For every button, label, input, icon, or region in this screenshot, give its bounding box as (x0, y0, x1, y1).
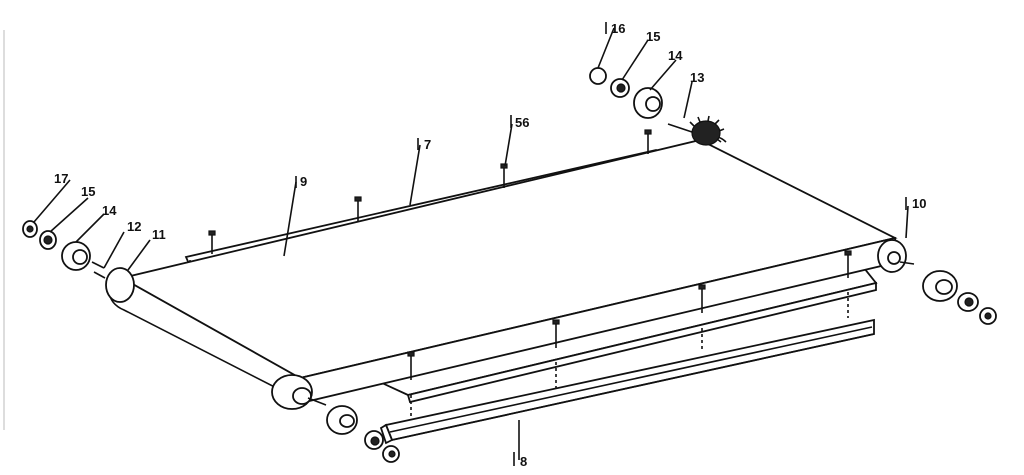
drive-gear (667, 115, 725, 146)
alignment-marks (410, 292, 849, 420)
screws (208, 129, 852, 380)
bottom-rail (379, 318, 875, 445)
screw (552, 319, 560, 348)
label-15-right: 15 (646, 29, 660, 44)
screw (208, 230, 216, 254)
left-front-hardware (326, 405, 400, 463)
label-12: 12 (127, 219, 141, 234)
label-17: 17 (54, 171, 68, 186)
screw (500, 163, 508, 188)
label-7: 7 (424, 137, 431, 152)
label-ticks (295, 22, 907, 466)
label-8: 8 (520, 454, 527, 469)
screw (844, 250, 852, 278)
screw (698, 284, 706, 313)
label-10: 10 (912, 196, 926, 211)
label-14-right: 14 (668, 48, 683, 63)
right-front-roller (877, 239, 915, 273)
label-9: 9 (300, 174, 307, 189)
screw (354, 196, 362, 222)
left-back-hardware (22, 220, 105, 271)
left-front-roller (271, 374, 327, 410)
screw (407, 351, 415, 380)
label-16: 16 (611, 21, 625, 36)
label-14-left: 14 (102, 203, 117, 218)
right-back-hardware (589, 67, 663, 119)
label-13: 13 (690, 70, 704, 85)
right-front-hardware (922, 270, 997, 325)
label-56: 56 (515, 115, 529, 130)
label-15-left: 15 (81, 184, 95, 199)
left-back-roller (93, 267, 135, 303)
screw (644, 129, 652, 154)
label-11: 11 (152, 227, 166, 242)
leader-lines (33, 27, 909, 460)
